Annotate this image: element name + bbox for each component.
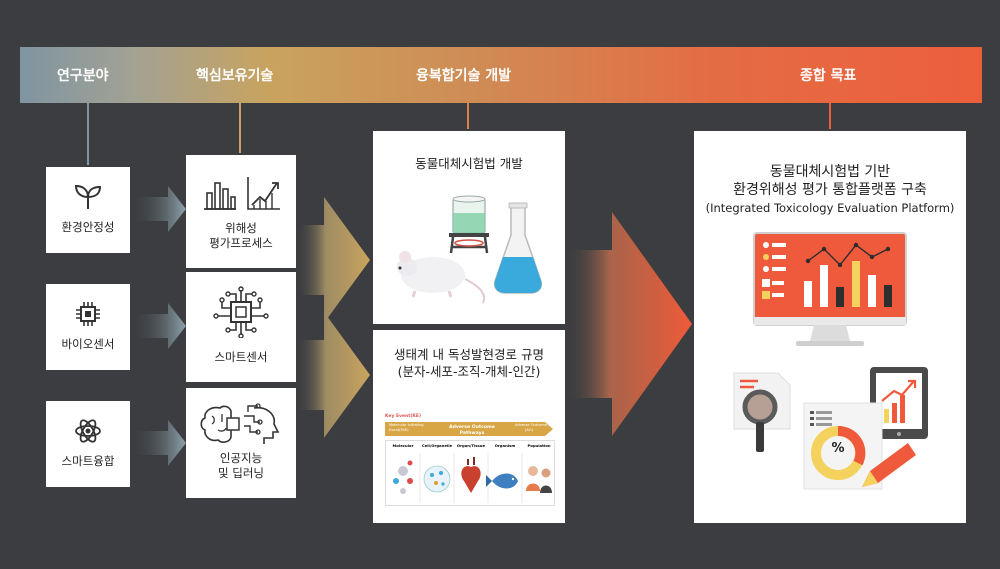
circuit-chip-icon [213, 286, 269, 338]
chip-icon [76, 302, 100, 326]
aop-mie-2: Event(MIE) [389, 428, 409, 432]
convergence-bottom-title-2: (분자-세포-조직-개체-인간) [397, 364, 541, 379]
arrow-small-3 [130, 420, 186, 466]
core-label-3a: 인공지능 [219, 451, 263, 465]
atom-icon [75, 419, 101, 443]
header-core-tech: 핵심보유기술 [196, 68, 274, 84]
core-box-ai-deep-learning: 인공지능 및 딥러닝 [186, 388, 296, 498]
goal-title-3: (Integrated Toxicology Evaluation Platfo… [705, 201, 955, 215]
core-box-risk-process: 위해성 평가프로세스 [186, 155, 296, 268]
aop-stage-3: Organ/Tissue [456, 443, 486, 448]
arrow-big [565, 212, 692, 436]
research-label-1: 환경안정성 [61, 220, 115, 234]
stem-core [239, 103, 241, 153]
aop-ao-1: Adverse Outcome [515, 423, 548, 427]
arrow-small-2 [130, 303, 186, 349]
research-label-3: 스마트융합 [61, 454, 115, 468]
header-final-goal: 종합 목표 [800, 68, 857, 84]
arrow-small-1 [130, 186, 186, 232]
chart-icon [204, 177, 280, 210]
stem-convergence [467, 103, 469, 129]
research-box-smart-fusion: 스마트융합 [46, 401, 130, 487]
convergence-box-alt-test: 동물대체시험법 개발 [373, 131, 565, 324]
core-label-3b: 및 딥러닝 [218, 466, 264, 480]
core-label-1b: 평가프로세스 [209, 236, 273, 250]
donut-percent-label: % [831, 441, 845, 456]
header-research-fields: 연구분야 [57, 68, 109, 84]
stem-research [87, 103, 89, 165]
aop-stage-4: Organism [494, 443, 516, 448]
header-band [20, 47, 982, 103]
research-box-biosensor: 바이오센서 [46, 284, 130, 370]
aop-figure: Key Event(KE) Molecular Initiating Event… [385, 414, 555, 508]
convergence-bottom-title-1: 생태계 내 독성발현경로 규명 [394, 347, 544, 362]
aop-middle-caption: Adverse Outcome Pathways [449, 425, 495, 436]
arrow-mid-1 [296, 197, 370, 323]
analytics-icons [733, 367, 928, 490]
convergence-top-title: 동물대체시험법 개발 [415, 156, 523, 171]
core-box-smart-sensor: 스마트센서 [186, 272, 296, 382]
goal-box: 동물대체시험법 기반 환경위해성 평가 통합플랫폼 구축 (Integrated… [694, 131, 966, 523]
aop-stage-5: Population [527, 443, 551, 448]
aop-ao-2: (AO) [525, 428, 534, 432]
core-label-2a: 스마트센서 [214, 350, 268, 364]
arrow-mid-2 [296, 312, 370, 438]
aop-key-event: Key Event(KE) [385, 414, 422, 419]
aop-mie-1: Molecular Initiating [389, 423, 424, 427]
stem-goal [829, 103, 831, 129]
aop-stage-2: Cell/Organelle [421, 443, 453, 448]
header-convergence-dev: 융복합기술 개발 [416, 68, 512, 84]
research-box-env-safety: 환경안정성 [46, 167, 130, 253]
brain-ai-icon [200, 403, 280, 444]
aop-stage-panel: Molecular Cell/Organelle Organ/Tissue Or… [385, 440, 555, 506]
goal-title-2: 환경위해성 평가 통합플랫폼 구축 [733, 182, 927, 198]
aop-stage-icons [393, 453, 552, 503]
core-label-1a: 위해성 [225, 221, 257, 235]
research-label-2: 바이오센서 [61, 337, 115, 351]
aop-arrow-bar [385, 422, 553, 436]
convergence-box-aop: 생태계 내 독성발현경로 규명 (분자-세포-조직-개체-인간) Key Eve… [373, 330, 565, 523]
lab-mouse-flask-icon [397, 195, 543, 304]
sprout-icon [74, 184, 102, 209]
monitor-dashboard-icon [753, 232, 907, 346]
goal-title-1: 동물대체시험법 기반 [769, 164, 891, 180]
aop-stage-1: Molecular [392, 443, 414, 448]
